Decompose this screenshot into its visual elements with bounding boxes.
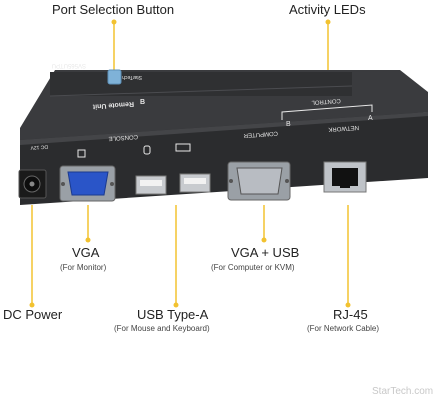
monitor-icon (77, 149, 86, 158)
activity-leds-title: Activity LEDs (289, 2, 366, 17)
port-selection-title: Port Selection Button (52, 2, 175, 17)
led-b-label: B (286, 121, 291, 128)
vga-monitor-port[interactable] (59, 165, 116, 202)
rj45-port[interactable] (323, 161, 367, 193)
dc-power-jack[interactable] (18, 169, 47, 199)
startech-watermark: StarTech.com (372, 386, 434, 397)
usb-port-2[interactable] (179, 173, 211, 193)
computer-label: COMPUTER (243, 130, 278, 138)
dc-power-title: DC Power (3, 307, 63, 322)
vga-usb-title: VGA + USB (231, 245, 300, 260)
led-a-label: A (368, 115, 373, 122)
mouse-icon (143, 145, 151, 155)
usb-type-a-title: USB Type-A (137, 307, 209, 322)
vga-subtitle: (For Monitor) (60, 263, 107, 272)
vga-usb-computer-port[interactable] (227, 161, 291, 201)
power-label: DC 12V (30, 143, 49, 150)
callout-lines (31, 22, 349, 305)
vga-title: VGA (72, 245, 100, 260)
control-label: CONTROL (311, 97, 341, 105)
rj45-title: RJ-45 (333, 307, 368, 322)
device-top-panel (50, 72, 352, 96)
unit-label: Remote Unit (92, 100, 134, 110)
usb-port-1[interactable] (135, 175, 167, 195)
usb-type-a-subtitle: (For Mouse and Keyboard) (114, 324, 210, 333)
model-label: SV565UTPU (52, 62, 86, 68)
unit-letter: B (140, 99, 145, 106)
console-label: CONSOLE (108, 133, 138, 141)
callout-dots (29, 19, 351, 308)
keyboard-icon (175, 143, 191, 152)
brand-label: StarTech (122, 74, 142, 80)
vga-usb-subtitle: (For Computer or KVM) (211, 263, 295, 272)
network-label: NETWORK (328, 124, 359, 132)
rj45-subtitle: (For Network Cable) (307, 324, 380, 333)
port-selection-button[interactable] (107, 69, 122, 85)
